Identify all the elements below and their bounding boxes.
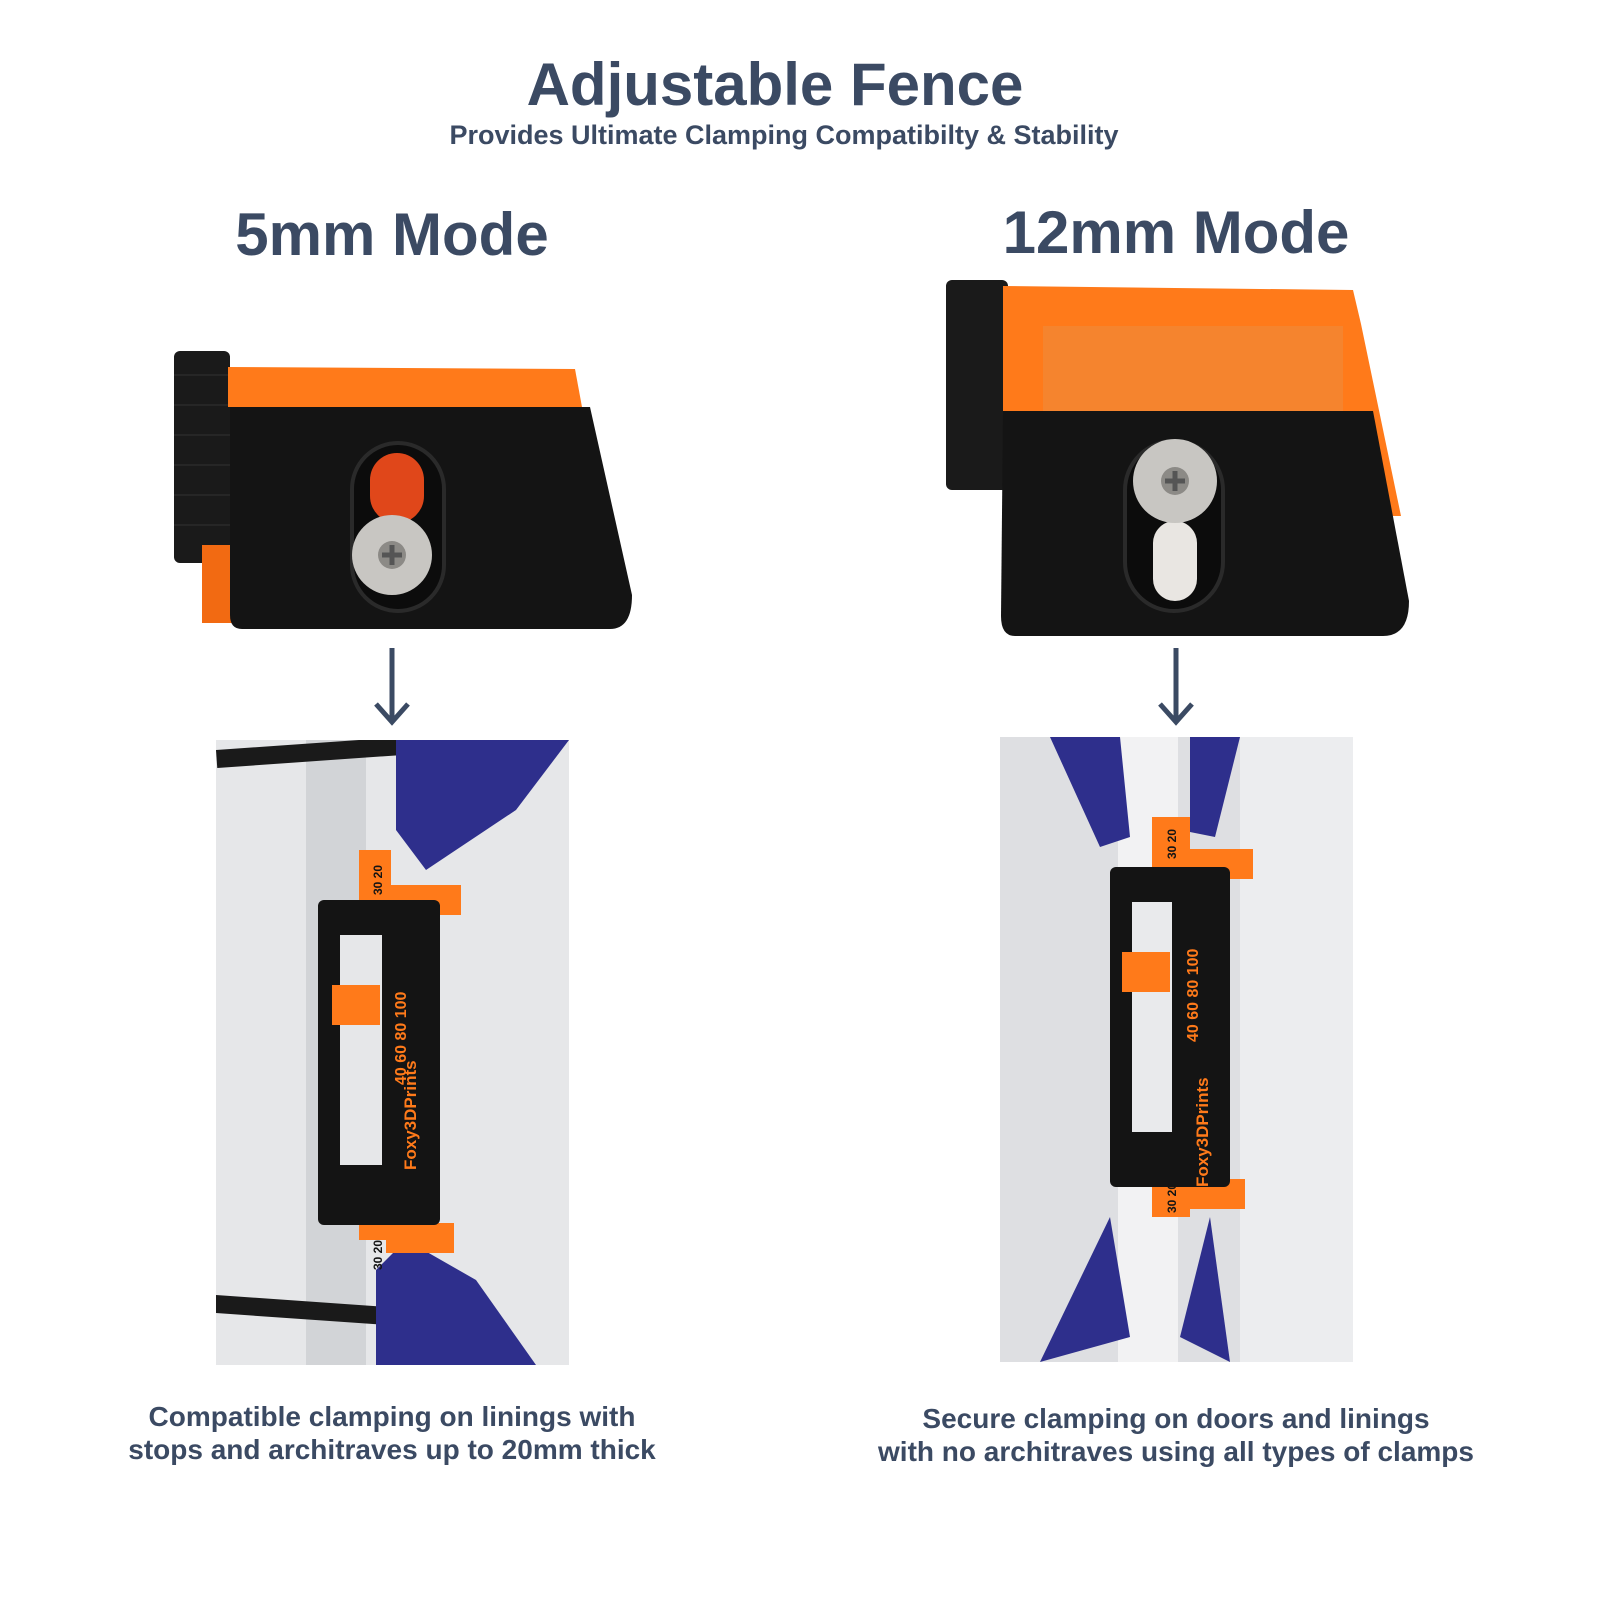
fence-photo-12mm (946, 280, 1409, 636)
caption-12mm-line1: Secure clamping on doors and linings (922, 1403, 1430, 1434)
mode-label-12mm: 12mm Mode (1002, 199, 1350, 266)
mode-label-5mm: 5mm Mode (235, 201, 549, 268)
page-subtitle: Provides Ultimate Clamping Compatibilty … (449, 120, 1119, 150)
caption-12mm-line2: with no architraves using all types of c… (878, 1436, 1474, 1467)
small-scale-top: 30 20 (1165, 829, 1179, 859)
caption-5mm-line1: Compatible clamping on linings with (148, 1401, 636, 1432)
usage-photo-12mm: Foxy3DPrints 40 60 80 100 30 20 30 20 (1000, 737, 1353, 1362)
svg-text:40 60 80 100: 40 60 80 100 (393, 991, 410, 1085)
caption-5mm: Compatible clamping on linings with stop… (12, 1400, 772, 1466)
small-scale-top: 30 20 (371, 865, 385, 895)
page-title: Adjustable Fence (526, 51, 1024, 118)
small-scale-bottom: 30 20 (1165, 1183, 1179, 1213)
arrow-down-icon (1158, 648, 1194, 726)
svg-text:Foxy3DPrints: Foxy3DPrints (401, 1060, 420, 1170)
usage-photo-5mm: Foxy3DPrints 40 60 80 100 30 20 30 20 (216, 740, 569, 1365)
fence-photo-5mm (174, 351, 632, 629)
caption-12mm: Secure clamping on doors and linings wit… (796, 1402, 1556, 1468)
small-scale-bottom: 30 20 (371, 1240, 385, 1270)
svg-text:Foxy3DPrints: Foxy3DPrints (1193, 1077, 1212, 1187)
caption-5mm-line2: stops and architraves up to 20mm thick (128, 1434, 656, 1465)
svg-text:40 60 80 100: 40 60 80 100 (1185, 948, 1202, 1042)
arrow-down-icon (374, 648, 410, 726)
